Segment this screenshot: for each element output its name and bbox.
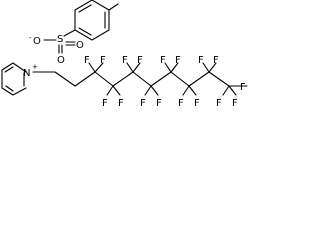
molecule-drawing: S O - O O N + <box>1 0 248 109</box>
fluorine-atom: F <box>175 55 181 66</box>
cf-bond-1a <box>88 62 96 73</box>
cf-bond-8b <box>228 85 237 96</box>
tolyl-ring <box>74 0 110 41</box>
fluorine-atom: F <box>178 98 184 109</box>
fluorine-atom: F <box>102 98 108 109</box>
pyridinium-cation: N + <box>1 62 38 96</box>
cf-bond-3b <box>132 62 141 73</box>
fluorine-labels: F F F F F F F F F F F F F F F F F <box>84 55 246 109</box>
fluorine-atom: F <box>100 55 106 66</box>
cf-bond-4a <box>144 85 152 96</box>
oxygen-right-atom: O <box>76 40 84 51</box>
cf-bond-8a <box>222 85 230 96</box>
ring-sulfur-bond <box>63 29 76 37</box>
methyl-bond <box>108 3 119 11</box>
pyridinium-ring <box>1 62 27 96</box>
chemical-structure-diagram: S O - O O N + <box>0 0 248 152</box>
tolyl-double-bond-1 <box>78 4 92 13</box>
nitrogen-atom: N <box>23 68 30 79</box>
cf-bond-5a <box>164 62 172 73</box>
oxygen-negative-charge: - <box>29 34 32 42</box>
cf-bond-2a <box>106 85 114 96</box>
sulfur-atom: S <box>57 34 63 45</box>
cf-bond-7a <box>202 62 210 73</box>
fluorine-atom: F <box>160 55 166 66</box>
cf-bond-6b <box>188 85 197 96</box>
fluoroalkyl-chain <box>32 62 248 96</box>
fluorine-atom: F <box>156 98 162 109</box>
tosylate-anion: S O - O O <box>29 0 119 66</box>
fluorine-atom: F <box>213 55 219 66</box>
fluorine-atom: F <box>118 98 124 109</box>
tolyl-double-bond-3 <box>78 27 92 36</box>
fluorine-atom: F <box>198 55 204 66</box>
fluorine-atom: F <box>84 55 90 66</box>
cf-bond-3a <box>126 62 134 73</box>
fluorine-atom: F <box>194 98 200 109</box>
cf-bond-6a <box>182 85 190 96</box>
nitrogen-positive-charge: + <box>32 63 38 71</box>
cf-bond-4b <box>150 85 159 96</box>
fluorine-atom: F <box>240 82 246 93</box>
fluorine-atom: F <box>216 98 222 109</box>
pyridinium-double-bond-2 <box>5 85 14 92</box>
cf-bond-5b <box>170 62 179 73</box>
cf-bond-2b <box>112 85 121 96</box>
fluorine-atom: F <box>122 55 128 66</box>
oxygen-anion-atom: O <box>33 36 41 47</box>
fluorine-atom: F <box>232 98 238 109</box>
fluorine-atom: F <box>137 55 143 66</box>
fluorine-atom: F <box>140 98 146 109</box>
pyridinium-double-bond-1 <box>4 66 14 73</box>
oxygen-bottom-atom: O <box>57 55 65 66</box>
carbon-backbone <box>32 71 248 87</box>
cf-bond-7b <box>208 62 217 73</box>
cf-bond-1b <box>94 62 104 73</box>
